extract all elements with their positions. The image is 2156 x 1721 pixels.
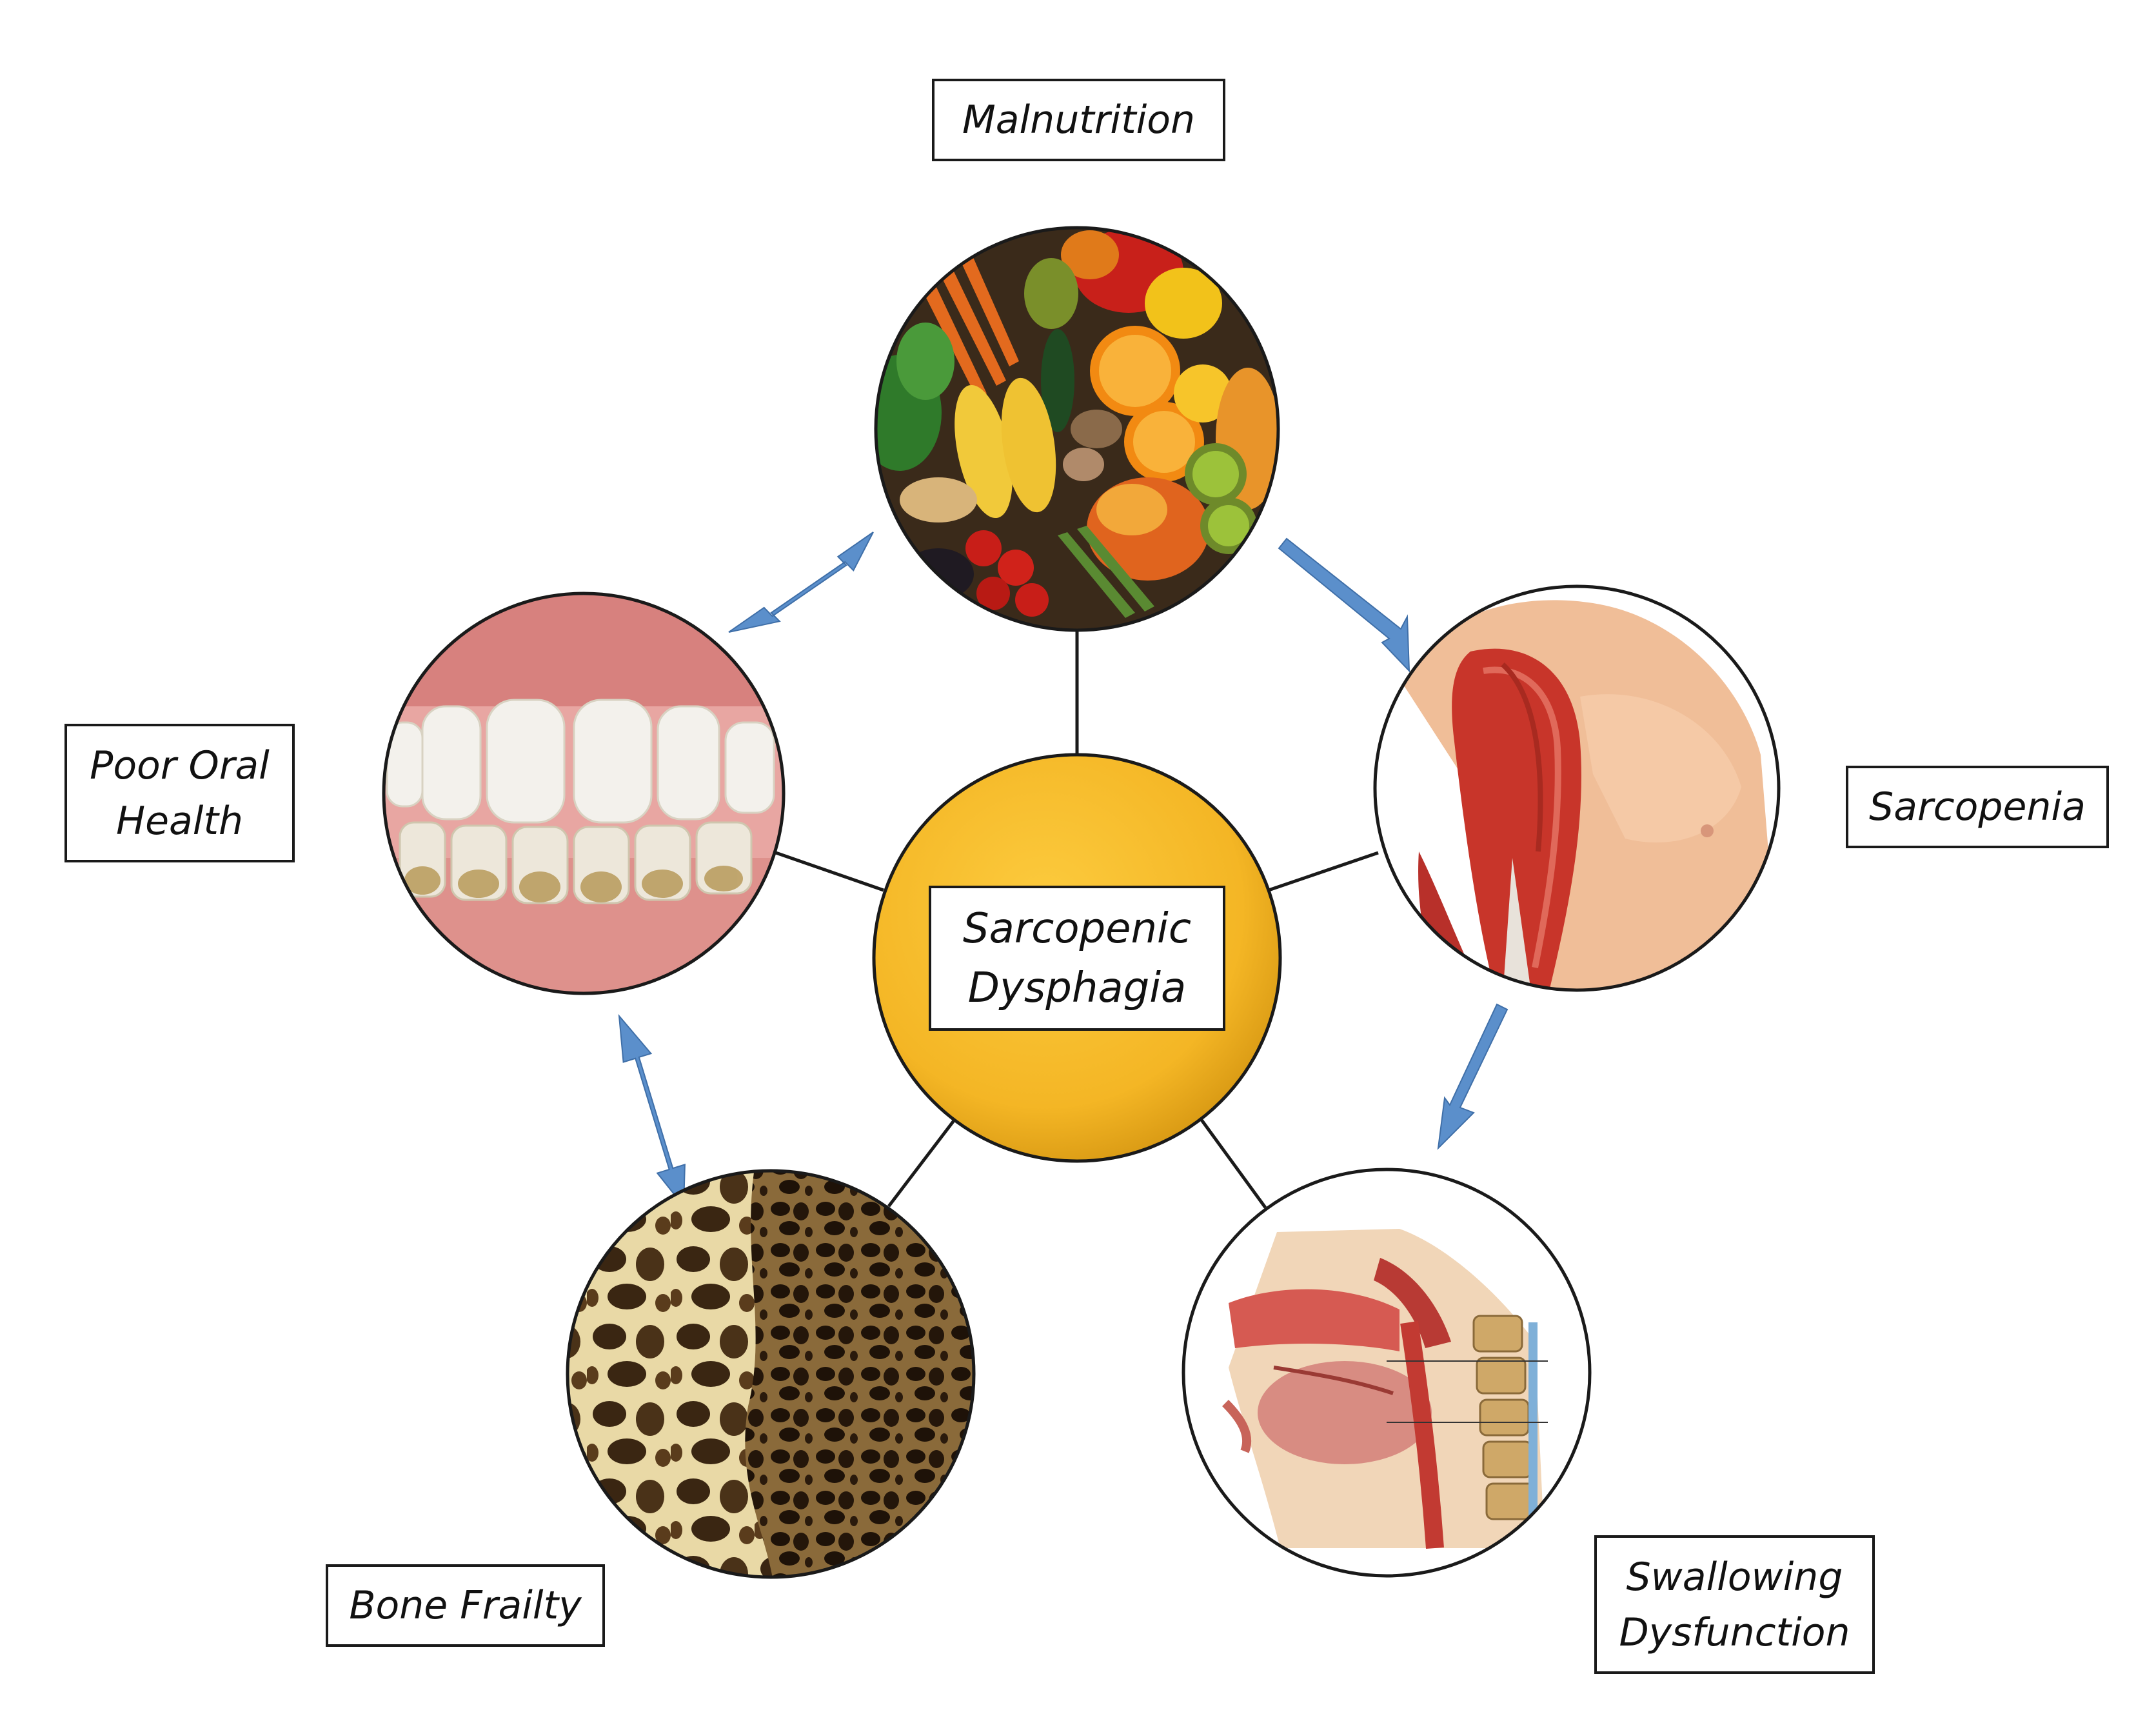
malnutrition-label: Malnutrition <box>932 79 1225 161</box>
connector-bone-frailty <box>887 1116 958 1208</box>
sarcopenia-label: Sarcopenia <box>1846 766 2109 848</box>
arrow-oral-malnutrition <box>728 532 874 633</box>
malnutrition-circle <box>874 226 1280 632</box>
swallowing-circle <box>1182 1168 1592 1578</box>
sarcopenia-label-text: Sarcopenia <box>1869 784 2086 830</box>
swallowing-label: Swallowing Dysfunction <box>1594 1535 1875 1674</box>
arm-muscle-anatomy-image <box>1375 586 1779 990</box>
connector-oral-health <box>775 851 884 892</box>
relationship-arrows <box>618 532 1508 1208</box>
oral-health-label-line2: Health <box>115 798 244 844</box>
head-neck-swallowing-anatomy-image <box>1183 1169 1590 1576</box>
swallowing-label-line1: Swallowing <box>1626 1554 1843 1600</box>
porous-bone-texture-image <box>568 1171 974 1577</box>
oral-health-circle <box>382 592 786 995</box>
bone-frailty-label: Bone Frailty <box>326 1564 605 1647</box>
bone-frailty-label-text: Bone Frailty <box>349 1583 582 1628</box>
fruits-vegetables-image <box>876 228 1278 630</box>
bone-frailty-circle <box>566 1169 976 1579</box>
arrow-sarcopenia-swallowing <box>1437 1003 1508 1150</box>
connector-lines <box>775 630 1379 1209</box>
center-label: Sarcopenic Dysphagia <box>929 886 1225 1031</box>
sarcopenia-circle <box>1373 584 1781 992</box>
swallowing-label-line2: Dysfunction <box>1619 1609 1850 1655</box>
arrow-malnutrition-sarcopenia <box>1278 537 1410 673</box>
arrow-oral-bone <box>618 1013 686 1208</box>
oral-health-label: Poor Oral Health <box>64 724 295 862</box>
connector-swallowing <box>1198 1116 1267 1209</box>
malnutrition-label-text: Malnutrition <box>962 97 1196 143</box>
center-label-line1: Sarcopenic <box>962 904 1192 953</box>
center-label-line2: Dysphagia <box>967 964 1187 1012</box>
connector-sarcopenia <box>1268 851 1379 892</box>
oral-health-label-line1: Poor Oral <box>90 742 270 788</box>
teeth-gums-image <box>384 593 784 993</box>
